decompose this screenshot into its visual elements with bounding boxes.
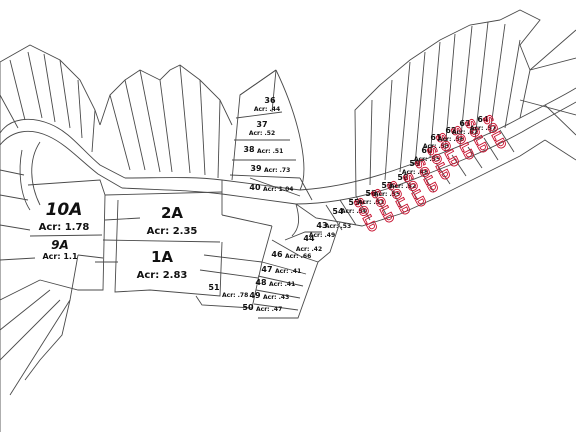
lot-number: 1A: [151, 248, 173, 266]
lot-number: 9A: [51, 238, 69, 252]
lot-acreage: Acr: .42: [296, 246, 322, 253]
lot-acreage: Acr: .49: [309, 232, 335, 239]
lot-number: 62: [445, 126, 456, 135]
lot-acreage: Acr: .41: [275, 268, 301, 275]
lot-number: 44: [303, 234, 315, 243]
lot-number: 48: [255, 278, 267, 287]
lot-acreage: Acr: 1.1: [42, 252, 77, 261]
lot-acreage: Acr: .62: [452, 129, 478, 136]
parcel-boundaries: [0, 9, 576, 432]
lot-acreage: Acr: .55: [374, 191, 400, 198]
lot-acreage: Acr: .44: [254, 106, 280, 113]
lot-number: 40: [249, 183, 261, 192]
lot-acreage: Acr: .41: [269, 281, 295, 288]
lot-number: 51: [208, 283, 220, 292]
lot-acreage: Acr: 1.04: [263, 186, 293, 193]
lot-number: 39: [250, 164, 262, 173]
lot-acreage: Acr: .52: [249, 130, 275, 137]
lot-acreage: Acr: .53: [423, 143, 449, 150]
lot-number: 36: [264, 96, 276, 105]
lot-number: 43: [316, 221, 327, 230]
lot-number: 63: [459, 119, 470, 128]
lot-acreage: Acr: .55: [414, 156, 440, 163]
lot-number: 49: [249, 291, 261, 300]
lot-acreage: Acr: .43: [263, 294, 289, 301]
lot-number: 59: [409, 159, 421, 168]
lot-acreage: Acr: 1.78: [39, 222, 90, 233]
lot-acreage: Acr: .50: [341, 208, 367, 215]
lot-acreage: Acr: 2.35: [147, 226, 198, 237]
lot-number: 58: [397, 173, 409, 182]
lot-number: 55: [348, 198, 360, 207]
lot-number: 10A: [46, 200, 83, 220]
lot-acreage: Acr: .66: [285, 253, 311, 260]
lot-acreage: Acr: .47: [256, 306, 282, 313]
lot-number: 2A: [161, 204, 183, 222]
lot-acreage: Acr: .78: [222, 292, 248, 299]
lot-number: 57: [381, 181, 392, 190]
lot-acreage: Acr: .57: [470, 125, 496, 132]
lot-number: 47: [261, 265, 272, 274]
lot-acreage: Acr: .56: [438, 136, 464, 143]
lot-number: 50: [242, 303, 254, 312]
lot-acreage: Acr: 2.83: [137, 270, 188, 281]
lot-acreage: Acr: .53: [325, 223, 351, 230]
lot-acreage: Acr: .52: [390, 183, 416, 190]
lot-number: 38: [243, 145, 255, 154]
lot-number: 54: [332, 207, 344, 216]
lot-number: 60: [421, 146, 433, 155]
lot-2a: 2A Acr: 2.35: [147, 204, 198, 237]
lot-number: 46: [271, 250, 283, 259]
lot-number: 56: [365, 189, 377, 198]
lot-acreage: Acr: .73: [264, 167, 290, 174]
lot-10a: 10A Acr: 1.78: [39, 200, 90, 233]
lot-acreage: Acr: .51: [257, 148, 283, 155]
lot-acreage: Acr: .48: [402, 169, 428, 176]
lot-number: 37: [256, 120, 267, 129]
lot-1a: 1A Acr: 2.83: [137, 248, 188, 281]
lot-number: 64: [477, 115, 489, 124]
lot-number: 61: [430, 133, 442, 142]
lot-acreage: Acr: .51: [358, 199, 384, 206]
